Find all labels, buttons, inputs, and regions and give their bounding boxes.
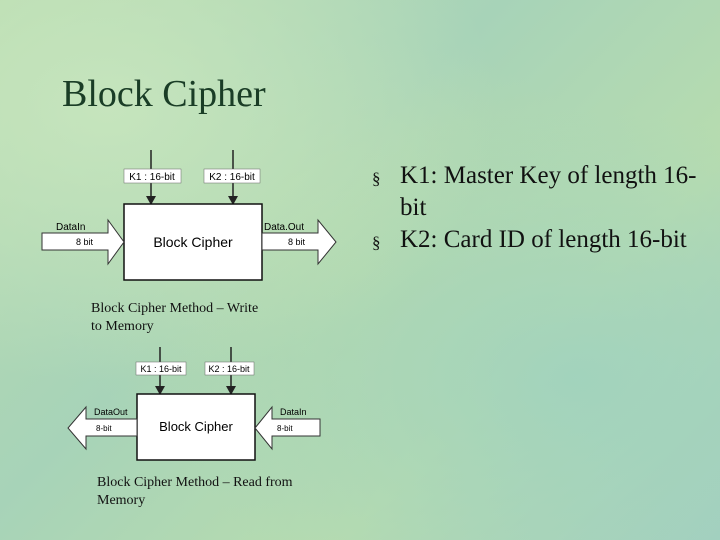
bullet-k2: § K2: Card ID of length 16-bit <box>372 224 702 256</box>
caption-read: Block Cipher Method – Read from Memory <box>97 475 293 508</box>
k1-label-box <box>135 361 187 376</box>
block-cipher-box <box>123 203 263 281</box>
datain-label: DataIn <box>280 407 307 417</box>
dataout-width: 8 bit <box>288 237 306 247</box>
bullet-text-k2: K2: Card ID of length 16-bit <box>400 226 687 253</box>
dataout-width: 8-bit <box>96 424 112 433</box>
k1-arrow-head <box>155 386 165 395</box>
datain-width: 8 bit <box>76 237 94 247</box>
k1-label: K1 : 16-bit <box>129 172 175 183</box>
k2-label: K2 : 16-bit <box>208 364 250 374</box>
bullet-marker: § <box>372 233 381 252</box>
dataout-arrow <box>261 218 337 266</box>
datain-arrow <box>254 405 321 451</box>
bullet-list: § K1: Master Key of length 16-bit § K2: … <box>372 160 702 256</box>
slide-title: Block Cipher <box>62 73 266 115</box>
k2-label: K2 : 16-bit <box>209 172 255 183</box>
datain-arrow <box>41 218 125 266</box>
k1-label-box <box>123 168 182 184</box>
block-cipher-box <box>136 393 256 461</box>
k1-arrow-head <box>146 196 156 205</box>
block-cipher-label: Block Cipher <box>153 234 233 250</box>
k2-arrow-head <box>228 196 238 205</box>
k2-arrow-head <box>226 386 236 395</box>
dataout-label: Data.Out <box>264 222 304 233</box>
block-cipher-label: Block Cipher <box>159 419 233 434</box>
caption-write: Block Cipher Method – Write to Memory <box>91 301 259 334</box>
datain-label: DataIn <box>56 222 85 233</box>
bullet-k1: § K1: Master Key of length 16-bit <box>372 160 702 224</box>
k2-label-box <box>203 168 261 184</box>
dataout-arrow <box>67 405 138 451</box>
k1-label: K1 : 16-bit <box>140 364 182 374</box>
bullet-text-k1: K1: Master Key of length 16-bit <box>400 162 697 221</box>
bullet-marker: § <box>372 169 381 188</box>
diagram-read: K1 : 16-bit K2 : 16-bit Block Cipher Dat… <box>67 347 321 461</box>
datain-width: 8-bit <box>277 424 293 433</box>
dataout-label: DataOut <box>94 407 128 417</box>
k2-label-box <box>204 361 255 376</box>
diagram-write: K1 : 16-bit K2 : 16-bit Block Cipher Dat… <box>41 150 337 281</box>
